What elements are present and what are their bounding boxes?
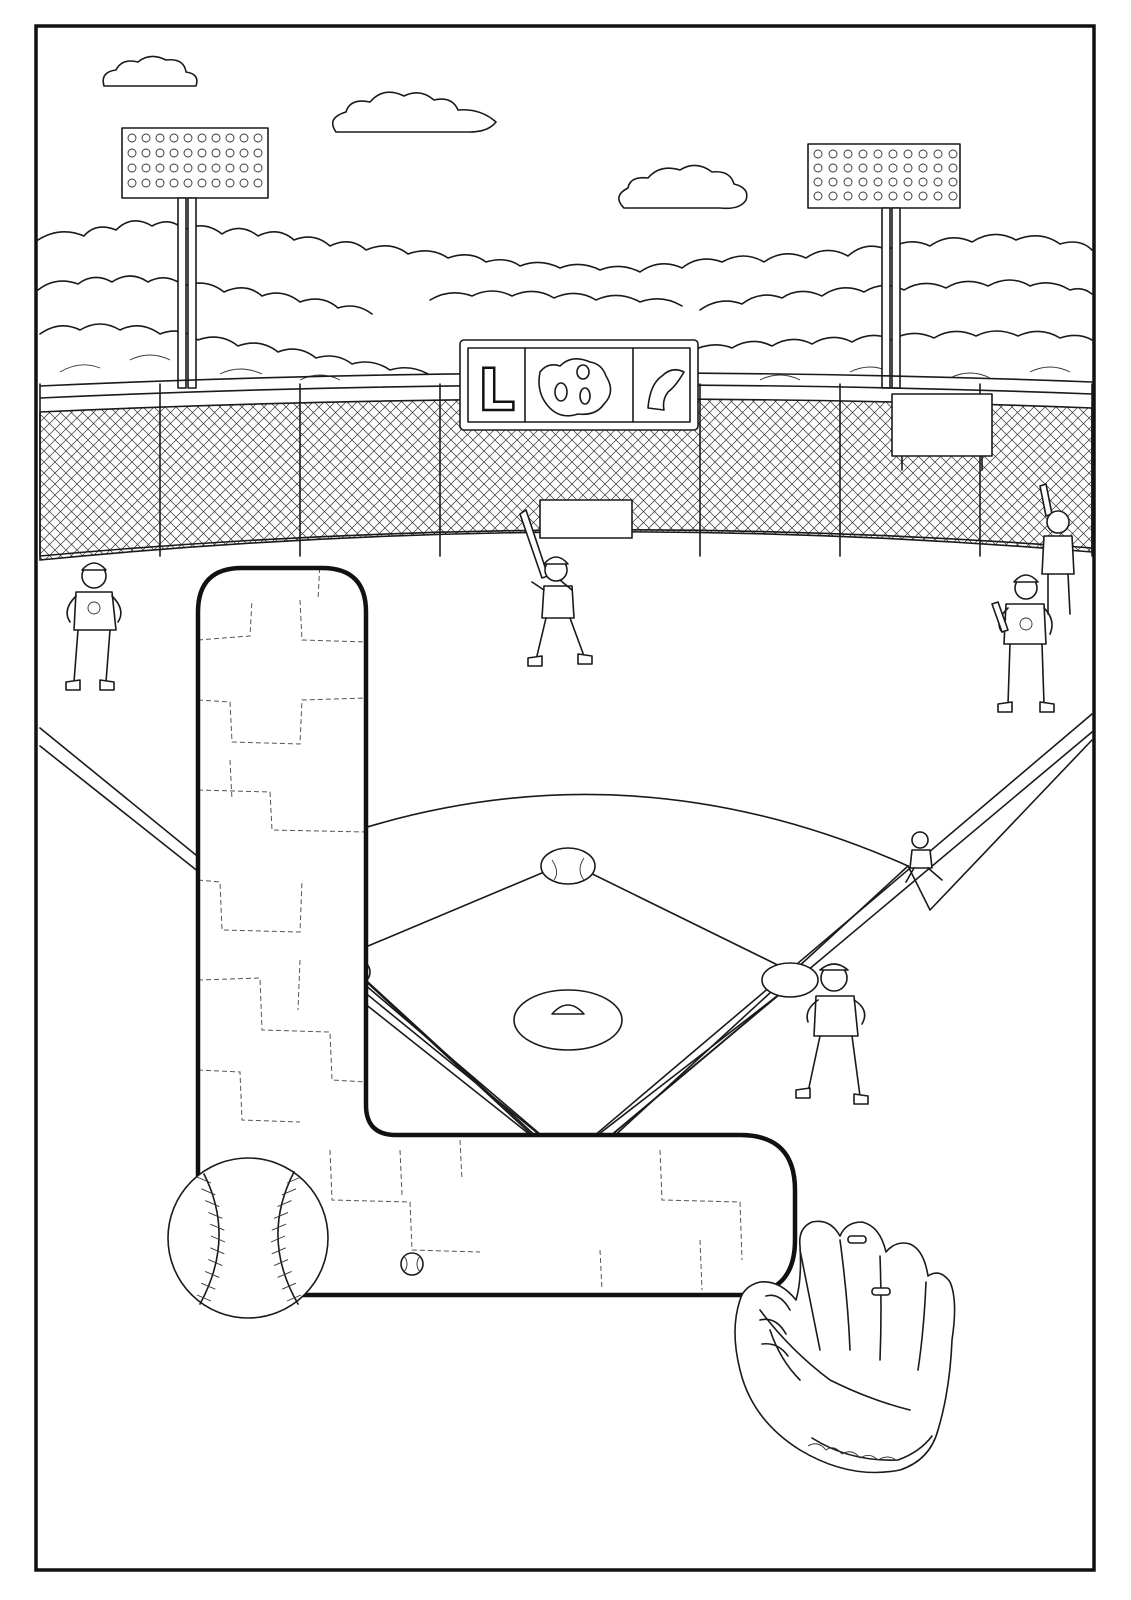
- outfield-sign: [539, 499, 633, 539]
- outfield-fence: [39, 372, 1093, 561]
- player-runner: [905, 831, 943, 883]
- scoreboard-main: L: [459, 339, 699, 431]
- trees-background: [37, 220, 1093, 381]
- player-right-outfield: [991, 483, 1075, 713]
- baseball-glove-icon: [734, 1220, 956, 1474]
- baseball-icon: [167, 1157, 329, 1319]
- pitchers-mound: [513, 989, 623, 1051]
- second-base-icon: [540, 847, 596, 885]
- cloud-center-icon: [331, 91, 497, 133]
- player-batter-center: [519, 509, 593, 667]
- first-base-icon: [761, 962, 819, 998]
- pitching-rubber: [551, 1004, 585, 1015]
- stadium-light-right-icon: [807, 143, 961, 389]
- stadium-light-left-icon: [121, 127, 269, 389]
- scoreboard-side: [891, 393, 993, 471]
- cloud-left-icon: [102, 55, 198, 87]
- page-border: [34, 24, 1096, 1572]
- scoreboard-letter: L: [478, 356, 515, 424]
- player-first-base: [795, 963, 869, 1105]
- cloud-right-icon: [618, 164, 748, 210]
- player-left-outfield: [65, 562, 122, 691]
- small-baseball-icon: [400, 1252, 424, 1276]
